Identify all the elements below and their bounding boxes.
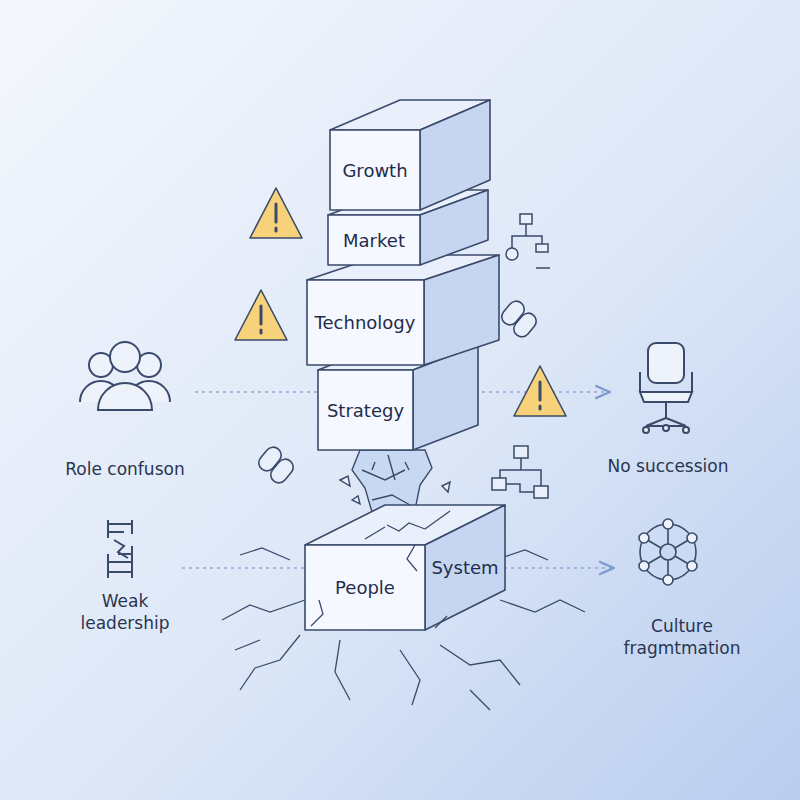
front-face: Technology bbox=[307, 280, 424, 365]
caption-text: No succession bbox=[608, 456, 729, 476]
stack-block: Growth bbox=[330, 100, 490, 210]
caption-text: Weak leadership bbox=[81, 591, 170, 633]
block-label: System bbox=[431, 557, 498, 578]
people-icon bbox=[80, 342, 170, 410]
front-face: Market bbox=[328, 215, 420, 265]
caption-text: Culture fragmtmation bbox=[624, 616, 741, 658]
block-label: Market bbox=[343, 230, 405, 251]
block-label: Growth bbox=[342, 160, 407, 181]
block-label: People bbox=[335, 577, 395, 598]
block-outline bbox=[330, 100, 490, 210]
side-face: System bbox=[425, 525, 505, 610]
block-outline bbox=[307, 255, 499, 365]
caption-text: Role confuson bbox=[65, 459, 184, 479]
block-label: Strategy bbox=[327, 400, 404, 421]
network-icon bbox=[639, 519, 697, 585]
chair-icon bbox=[640, 343, 692, 433]
front-face: Growth bbox=[330, 130, 420, 210]
front-face: Strategy bbox=[318, 370, 413, 450]
flow-icon bbox=[492, 214, 550, 498]
front-face: People bbox=[305, 545, 425, 630]
stack-block: People System bbox=[305, 505, 505, 630]
block-label: Technology bbox=[315, 312, 416, 333]
icon-caption: Role confuson bbox=[50, 458, 200, 480]
icon-caption: Culture fragmtmation bbox=[622, 615, 742, 659]
stack-block: Technology bbox=[307, 255, 499, 365]
icon-caption: Weak leadership bbox=[65, 590, 185, 634]
broken-ladder-icon bbox=[108, 520, 132, 578]
icon-caption: No succession bbox=[593, 455, 743, 477]
